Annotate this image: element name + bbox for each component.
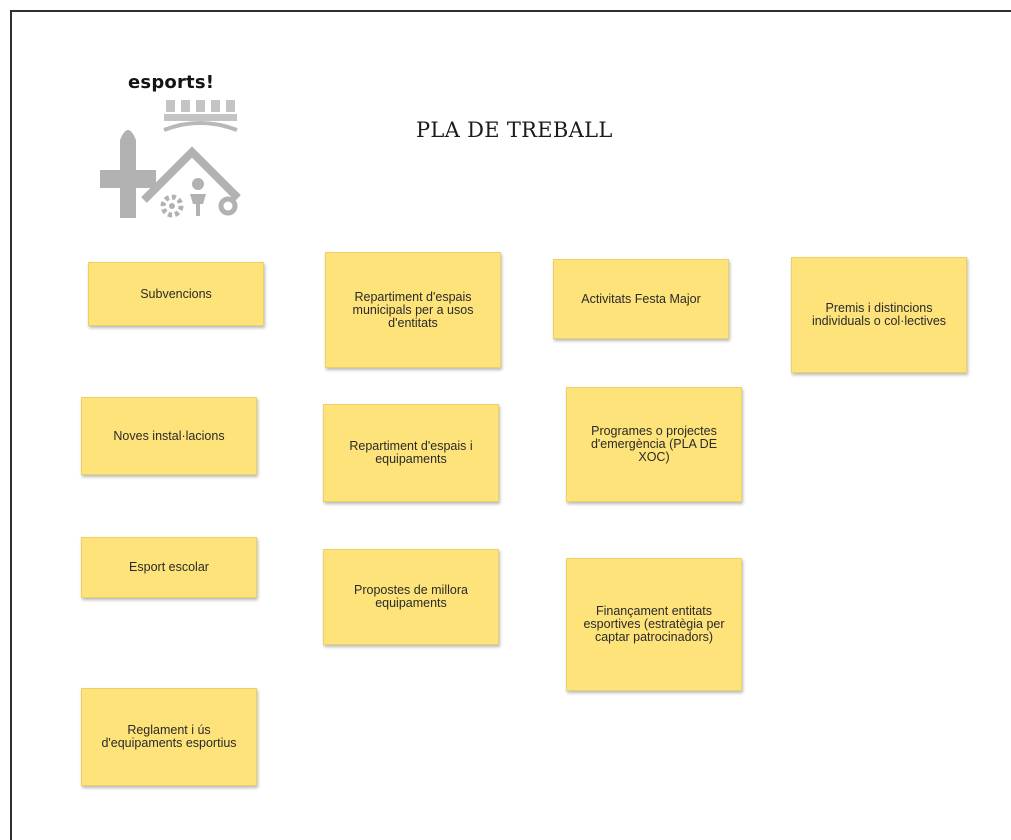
note-financament-entitats[interactable]: Finançament entitats esportives (estratè… [566, 558, 742, 691]
note-text: Finançament entitats esportives (estratè… [583, 604, 725, 644]
note-text: Subvencions [140, 286, 212, 301]
note-text: Repartiment d'espais municipals per a us… [352, 289, 474, 330]
note-reglament-equipaments[interactable]: Reglament i ús d'equipaments esportius [81, 688, 257, 786]
note-text: Esport escolar [129, 560, 209, 574]
diagram-canvas: esports! PLA DE TR [10, 10, 1011, 840]
note-programes-emergencia[interactable]: Programes o projectes d'emergència (PLA … [566, 387, 742, 502]
note-text: Propostes de millora equipaments [354, 583, 468, 610]
note-noves-installacions[interactable]: Noves instal·lacions [81, 397, 257, 475]
esports-logo: esports! [86, 72, 246, 222]
note-activitats-festa-major[interactable]: Activitats Festa Major [553, 259, 729, 339]
page-title: PLA DE TREBALL [416, 118, 613, 142]
note-text: Premis i distincions individuals o col·l… [811, 301, 947, 328]
note-text: Activitats Festa Major [581, 291, 701, 306]
emblem-icon [100, 100, 241, 218]
note-subvencions[interactable]: Subvencions [88, 262, 264, 326]
note-repartiment-espais-equipaments[interactable]: Repartiment d'espais i equipaments [323, 404, 499, 502]
note-propostes-millora[interactable]: Propostes de millora equipaments [323, 549, 499, 645]
note-repartiment-espais-municipals[interactable]: Repartiment d'espais municipals per a us… [325, 252, 501, 368]
note-text: Noves instal·lacions [113, 428, 225, 443]
note-text: Repartiment d'espais i equipaments [349, 439, 473, 466]
note-premis-distincions[interactable]: Premis i distincions individuals o col·l… [791, 257, 967, 373]
logo-text: esports! [128, 72, 215, 93]
note-esport-escolar[interactable]: Esport escolar [81, 537, 257, 598]
note-text: Programes o projectes d'emergència (PLA … [590, 424, 718, 464]
note-text: Reglament i ús d'equipaments esportius [101, 723, 237, 750]
